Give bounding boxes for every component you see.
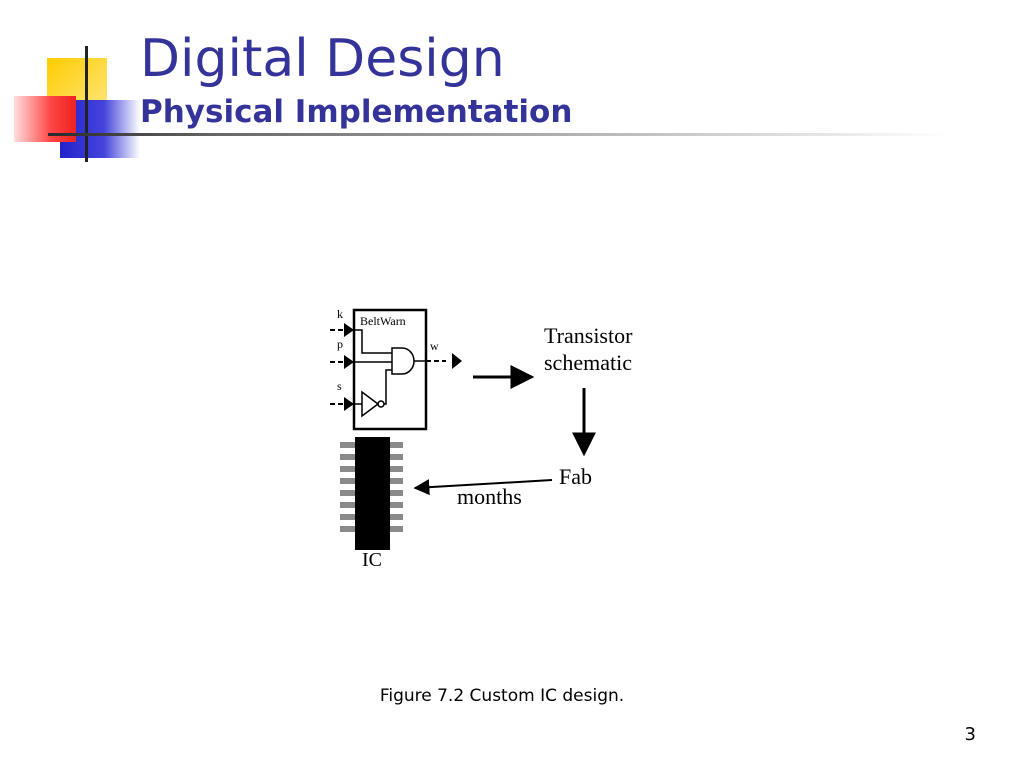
title-underline <box>48 133 948 136</box>
page-number: 3 <box>964 724 976 745</box>
months-label: months <box>457 484 522 509</box>
transistor-label: Transistor <box>544 323 633 348</box>
slide-subtitle: Physical Implementation <box>140 94 573 130</box>
and-gate-icon <box>391 347 415 375</box>
input-arrow-s <box>344 397 354 411</box>
corner-decoration <box>14 46 140 162</box>
schematic-label: schematic <box>544 350 632 375</box>
arrow-to-ic <box>413 479 553 496</box>
circuit-name-label: BeltWarn <box>360 314 406 328</box>
slide-title: Digital Design <box>140 29 505 89</box>
output-arrow-w <box>452 353 462 369</box>
input-arrow-p <box>344 355 354 369</box>
input-label-k: k <box>337 307 343 321</box>
custom-ic-diagram: BeltWarn k p s w Transistor schematic Fa… <box>330 307 633 571</box>
ic-chip-icon <box>340 437 403 550</box>
input-arrow-k <box>344 323 354 337</box>
not-gate-icon <box>361 390 380 418</box>
beltwarn-circuit: BeltWarn k p s w <box>330 307 462 431</box>
ic-label: IC <box>362 549 382 571</box>
output-label-w: w <box>430 339 439 353</box>
fab-label: Fab <box>559 464 592 489</box>
input-label-s: s <box>337 379 342 393</box>
figure-caption: Figure 7.2 Custom IC design. <box>379 686 625 706</box>
deco-vertical-line <box>85 46 88 162</box>
input-label-p: p <box>337 337 343 351</box>
